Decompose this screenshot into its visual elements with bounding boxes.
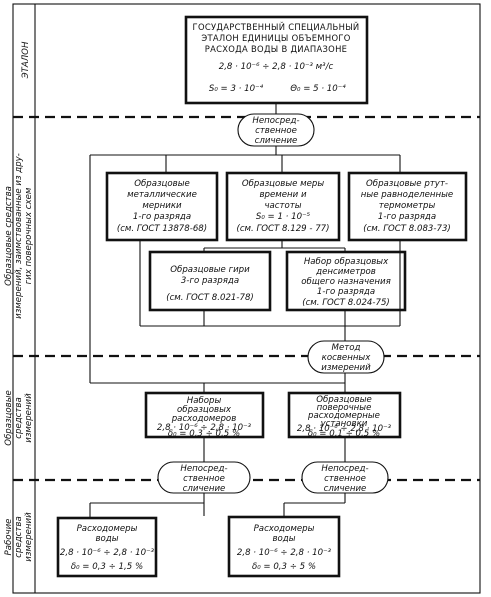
direct-comparison-top: Непосред- ственное сличение	[237, 113, 315, 147]
working-left-line2: воды	[95, 534, 118, 544]
direct-comparison-left-line1: Непосред-	[180, 464, 227, 474]
section-label-reference-line2: средства	[14, 397, 24, 438]
densimeters-box: Набор образцовых денсиметров общего назн…	[285, 250, 407, 312]
section-label-reference: Образцовые средства измерений	[4, 390, 34, 446]
verification-units-line1: Образцовые	[316, 395, 372, 405]
direct-comparison-right-line2: ственное	[324, 474, 366, 484]
thermometers-line4: 1-го разряда	[378, 212, 436, 222]
flowmeter-sets-line2: образцовых	[177, 405, 232, 415]
section-label-reference-line3: измерений	[24, 393, 34, 443]
section-label-borrowed-line1: Образцовые средства	[4, 186, 14, 286]
metal-measures-box: Образцовые металлические мерники 1-го ра…	[105, 171, 219, 242]
standard-range: 2,8 · 10⁻⁶ ÷ 2,8 · 10⁻³ м³/с	[219, 62, 334, 72]
indirect-method-line3: измерений	[321, 363, 371, 373]
working-left-line4: δ₀ = 0,3 ÷ 1,5 %	[71, 562, 143, 572]
indirect-measurement-method: Метод косвенных измерений	[307, 340, 385, 374]
weights-line1: Образцовые гири	[170, 265, 250, 275]
weights-line3: (см. ГОСТ 8.021-78)	[166, 293, 254, 303]
densimeters-line5: (см. ГОСТ 8.024-75)	[302, 298, 390, 308]
thermometers-line3: термометры	[379, 201, 436, 211]
time-frequency-measures-box: Образцовые меры времени и частоты S₀ = 1…	[225, 171, 341, 242]
direct-comparison-top-line1: Непосред-	[252, 116, 299, 126]
working-left-line3: 2,8 · 10⁻⁶ ÷ 2,8 · 10⁻³	[60, 548, 155, 558]
verification-units-box: Образцовые поверочные расходомерные уста…	[287, 391, 402, 439]
flowmeter-sets-line1: Наборы	[187, 396, 222, 406]
densimeters-line4: 1-го разряда	[317, 287, 375, 297]
section-label-working: Рабочие средства измерений	[4, 512, 34, 562]
working-flowmeters-left-box: Расходомеры воды 2,8 · 10⁻⁶ ÷ 2,8 · 10⁻³…	[56, 516, 158, 578]
direct-comparison-left: Непосред- ственное сличение	[157, 461, 251, 494]
metal-measures-line2: металлические	[127, 190, 197, 200]
mercury-thermometers-box: Образцовые ртут- ные равноделенные термо…	[347, 171, 468, 242]
reference-weights-box: Образцовые гири 3-го разряда (см. ГОСТ 8…	[148, 250, 272, 312]
standard-title-line2: ЭТАЛОН ЕДИНИЦЫ ОБЪЕМНОГО	[201, 33, 350, 43]
time-measures-line1: Образцовые меры	[242, 179, 325, 189]
indirect-method-line2: косвенных	[322, 353, 372, 363]
weights-line2: 3-го разряда	[181, 276, 239, 286]
standard-s0: S₀ = 3 · 10⁻⁴	[209, 84, 264, 94]
outer-frame	[12, 3, 481, 594]
section-label-working-line3: измерений	[24, 512, 34, 562]
section-label-working-line1: Рабочие	[4, 519, 14, 556]
verification-units-line6: δ₀ = 0,1 ÷ 0,5 %	[308, 429, 380, 439]
section-label-borrowed-line3: гих поверочных схем	[24, 187, 34, 284]
direct-comparison-top-line2: ственное	[255, 126, 297, 136]
densimeters-line2: денсиметров	[315, 267, 376, 277]
section-label-borrowed-line2: измерений, заимствованные из дру-	[14, 153, 24, 319]
working-right-line1: Расходомеры	[254, 524, 315, 534]
metal-measures-line4: 1-го разряда	[133, 212, 191, 222]
connector-lines	[89, 104, 401, 518]
thermometers-line2: ные равноделенные	[361, 190, 453, 200]
densimeters-line3: общего назначения	[301, 277, 391, 287]
metal-measures-line1: Образцовые	[134, 179, 190, 189]
verification-units-line4: установки	[320, 419, 368, 429]
standard-title-line1: ГОСУДАРСТВЕННЫЙ СПЕЦИАЛЬНЫЙ	[193, 21, 360, 32]
metal-measures-line5: (см. ГОСТ 13878-68)	[117, 224, 207, 234]
standard-title-line3: РАСХОДА ВОДЫ В ДИАПАЗОНЕ	[205, 44, 348, 54]
section-label-etalon: ЭТАЛОН	[21, 41, 31, 79]
direct-comparison-right: Непосред- ственное сличение	[301, 461, 389, 494]
flowmeter-sets-line3: расходомеров	[171, 414, 237, 424]
flowmeter-sets-line5: δ₀ = 0,3 ÷ 0,5 %	[168, 429, 240, 439]
standard-theta0: Θ₀ = 5 · 10⁻⁴	[290, 84, 346, 94]
section-label-working-line2: средства	[14, 516, 24, 557]
working-right-line4: δ₀ = 0,3 ÷ 5 %	[252, 562, 316, 572]
densimeters-line1: Набор образцовых	[304, 257, 389, 267]
section-label-reference-line1: Образцовые	[4, 390, 14, 446]
time-measures-line5: (см. ГОСТ 8.129 - 77)	[236, 224, 329, 234]
flowmeter-sets-line4: 2,8 · 10⁻⁶ ÷ 2,8 · 10⁻³	[157, 423, 252, 433]
working-right-line3: 2,8 · 10⁻⁶ ÷ 2,8 · 10⁻³	[237, 548, 332, 558]
direct-comparison-top-line3: сличение	[255, 136, 298, 146]
verification-units-line5: 2,8 · 10⁻⁶ ÷ 2,8 · 10⁻³	[297, 424, 392, 434]
thermometers-line1: Образцовые ртут-	[366, 179, 448, 189]
working-left-line1: Расходомеры	[77, 524, 138, 534]
indirect-method-line1: Метод	[332, 343, 361, 353]
direct-comparison-left-line2: ственное	[183, 474, 225, 484]
time-measures-line4: S₀ = 1 · 10⁻⁵	[256, 212, 311, 222]
direct-comparison-right-line1: Непосред-	[321, 464, 368, 474]
direct-comparison-right-line3: сличение	[324, 484, 367, 494]
thermometers-line5: (см. ГОСТ 8.083-73)	[363, 224, 451, 234]
section-label-borrowed: Образцовые средства измерений, заимствов…	[4, 153, 34, 319]
direct-comparison-left-line3: сличение	[183, 484, 226, 494]
working-right-line2: воды	[272, 534, 295, 544]
metal-measures-line3: мерники	[142, 201, 182, 211]
working-flowmeters-right-box: Расходомеры воды 2,8 · 10⁻⁶ ÷ 2,8 · 10⁻³…	[227, 515, 341, 578]
reference-flowmeter-sets-box: Наборы образцовых расходомеров 2,8 · 10⁻…	[144, 391, 265, 439]
verification-units-line2: поверочные	[317, 403, 372, 413]
state-standard-box: ГОСУДАРСТВЕННЫЙ СПЕЦИАЛЬНЫЙ ЭТАЛОН ЕДИНИ…	[184, 15, 369, 105]
verification-units-line3: расходомерные	[307, 411, 380, 421]
time-measures-line2: времени и	[259, 190, 307, 200]
section-label-etalon-text: ЭТАЛОН	[21, 41, 31, 79]
time-measures-line3: частоты	[264, 201, 301, 211]
